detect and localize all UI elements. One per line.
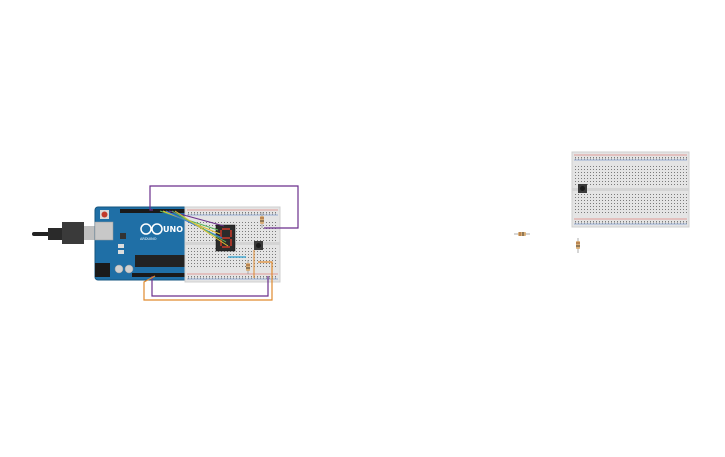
resistor-loose-horizontal[interactable] xyxy=(514,232,530,236)
second-breadboard[interactable] xyxy=(571,151,690,228)
arduino-uno-board[interactable]: UNO ARDUINO xyxy=(94,206,196,281)
resistor-main-top[interactable] xyxy=(260,212,264,228)
pushbutton-icon xyxy=(580,186,585,191)
pushbutton-icon xyxy=(256,243,261,248)
resistor-main-bottom[interactable] xyxy=(246,260,250,274)
wire-purple-top-loop[interactable] xyxy=(149,185,299,229)
usb-connector-icon xyxy=(84,226,96,240)
pushbutton-main[interactable] xyxy=(254,241,263,250)
capacitor-1 xyxy=(114,264,124,274)
reset-button-icon[interactable] xyxy=(101,211,108,218)
seven-segment-display[interactable] xyxy=(215,224,236,252)
capacitor-2 xyxy=(124,264,134,274)
arduino-logo-text: ARDUINO xyxy=(140,237,157,241)
resistor-loose-vertical[interactable] xyxy=(576,238,580,253)
wire-bundle-to-display[interactable] xyxy=(159,210,229,247)
dc-jack-icon xyxy=(95,263,110,277)
atmega-chip xyxy=(135,255,185,267)
uno-label: UNO xyxy=(163,225,183,234)
digital-header xyxy=(120,209,188,213)
usb-cable[interactable] xyxy=(32,222,96,244)
pushbutton-second[interactable] xyxy=(578,184,587,193)
power-analog-header xyxy=(132,273,188,277)
usb-port xyxy=(94,221,114,241)
wire-orange-bottom-loop[interactable] xyxy=(143,261,273,301)
wire-purple-bottom-loop[interactable] xyxy=(151,276,269,297)
second-breadboard-holes xyxy=(575,157,687,224)
arduino-logo: UNO ARDUINO xyxy=(140,223,183,241)
